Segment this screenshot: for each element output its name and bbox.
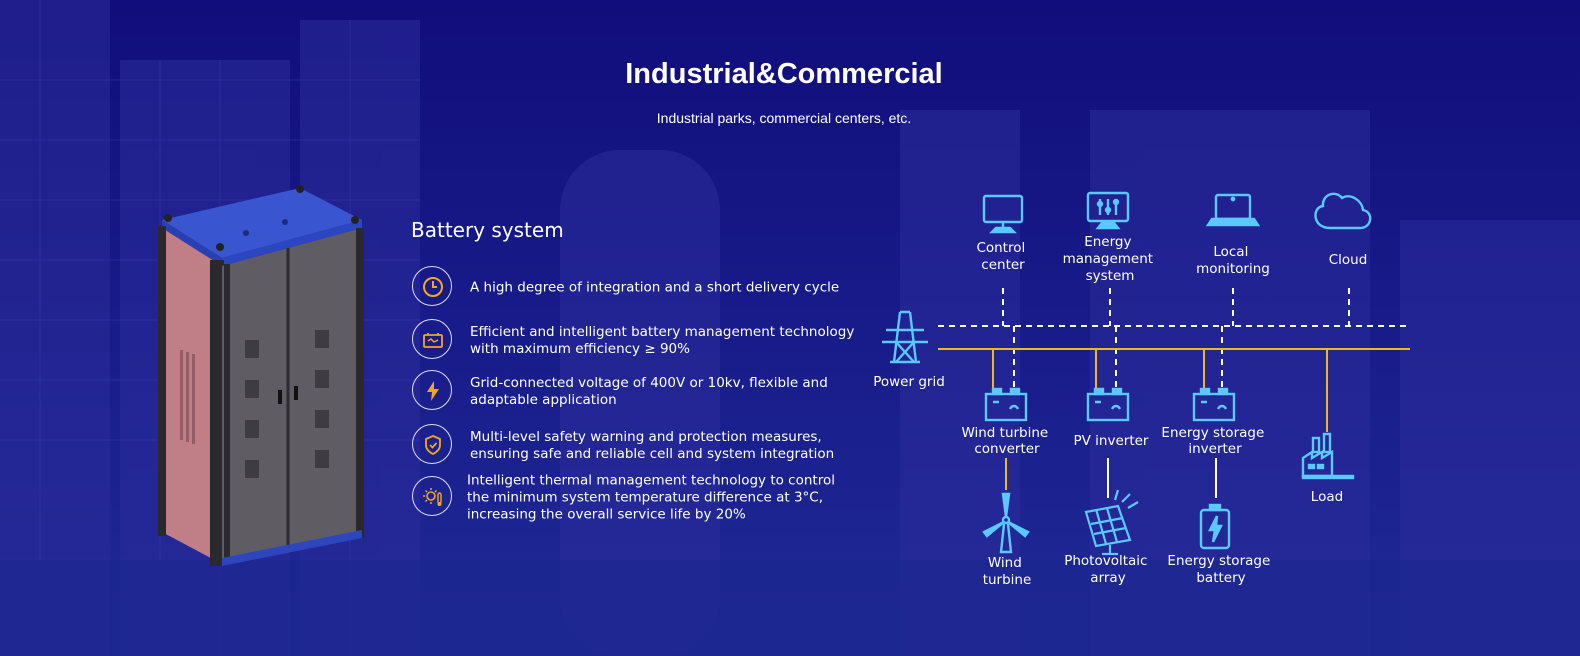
feature-icon-ring — [412, 370, 452, 410]
thermal-sun-icon — [423, 488, 442, 506]
power-tower-icon — [882, 310, 928, 364]
photovoltaic-array-label: Photovoltaic array — [1064, 553, 1152, 586]
converter-box-icon — [1086, 387, 1130, 422]
power-grid-label: Power grid — [873, 374, 945, 390]
local-monitoring-label: Local monitoring — [1196, 244, 1270, 277]
feature-icon-ring — [412, 319, 452, 359]
page-title: Industrial&Commercial — [625, 58, 943, 90]
battery-system-heading: Battery system — [411, 218, 564, 242]
battery-cabinet-image — [158, 185, 364, 566]
wind-turbine-converter-label: Wind turbine converter — [961, 425, 1052, 457]
clock-icon — [423, 277, 443, 297]
control-center-label: Control center — [976, 240, 1029, 273]
feature-item: A high degree of integration and a short… — [412, 266, 872, 310]
load-label: Load — [1311, 489, 1343, 505]
wind-turbine-icon — [982, 492, 1030, 554]
feature-text: Multi-level safety warning and protectio… — [470, 429, 835, 462]
energy-management-system-label: Energy management system — [1063, 234, 1158, 284]
shield-check-icon — [425, 435, 441, 456]
converter-box-icon — [984, 387, 1028, 422]
wind-turbine-label: Wind turbine — [983, 555, 1032, 588]
solar-panel-icon — [1084, 489, 1139, 556]
feature-icon-ring — [412, 266, 452, 306]
feature-text: Intelligent thermal management technolog… — [467, 472, 835, 523]
cloud-icon — [1314, 192, 1372, 230]
laptop-icon — [1205, 193, 1261, 227]
signal-bus — [938, 288, 1410, 388]
feature-item: Intelligent thermal management technolog… — [412, 473, 872, 523]
energy-storage-inverter-label: Energy storage inverter — [1161, 425, 1268, 457]
feature-text: A high degree of integration and a short… — [470, 279, 840, 296]
feature-text: Grid-connected voltage of 400V or 10kv, … — [470, 375, 828, 408]
battery-management-icon — [423, 333, 443, 348]
lightning-icon — [427, 381, 439, 401]
feature-item: Multi-level safety warning and protectio… — [412, 424, 872, 468]
source-links — [1107, 458, 1217, 498]
feature-text: Efficient and intelligent battery manage… — [470, 324, 855, 357]
cloud-label: Cloud — [1329, 252, 1368, 268]
factory-icon — [1301, 432, 1355, 480]
feature-icon-ring — [412, 476, 452, 516]
power-bus — [938, 348, 1410, 490]
battery-icon — [1199, 503, 1231, 550]
page-subtitle: Industrial parks, commercial centers, et… — [656, 110, 912, 126]
feature-item: Grid-connected voltage of 400V or 10kv, … — [412, 370, 872, 414]
monitor-icon — [982, 194, 1024, 234]
energy-storage-battery-label: Energy storage battery — [1167, 553, 1274, 586]
ems-panel-icon — [1086, 191, 1130, 230]
energy-system-diagram: Control center Energy management system … — [873, 191, 1410, 588]
pv-inverter-label: PV inverter — [1074, 433, 1149, 449]
converter-box-icon — [1192, 387, 1236, 422]
feature-icon-ring — [412, 424, 452, 464]
feature-item: Efficient and intelligent battery manage… — [412, 319, 872, 363]
